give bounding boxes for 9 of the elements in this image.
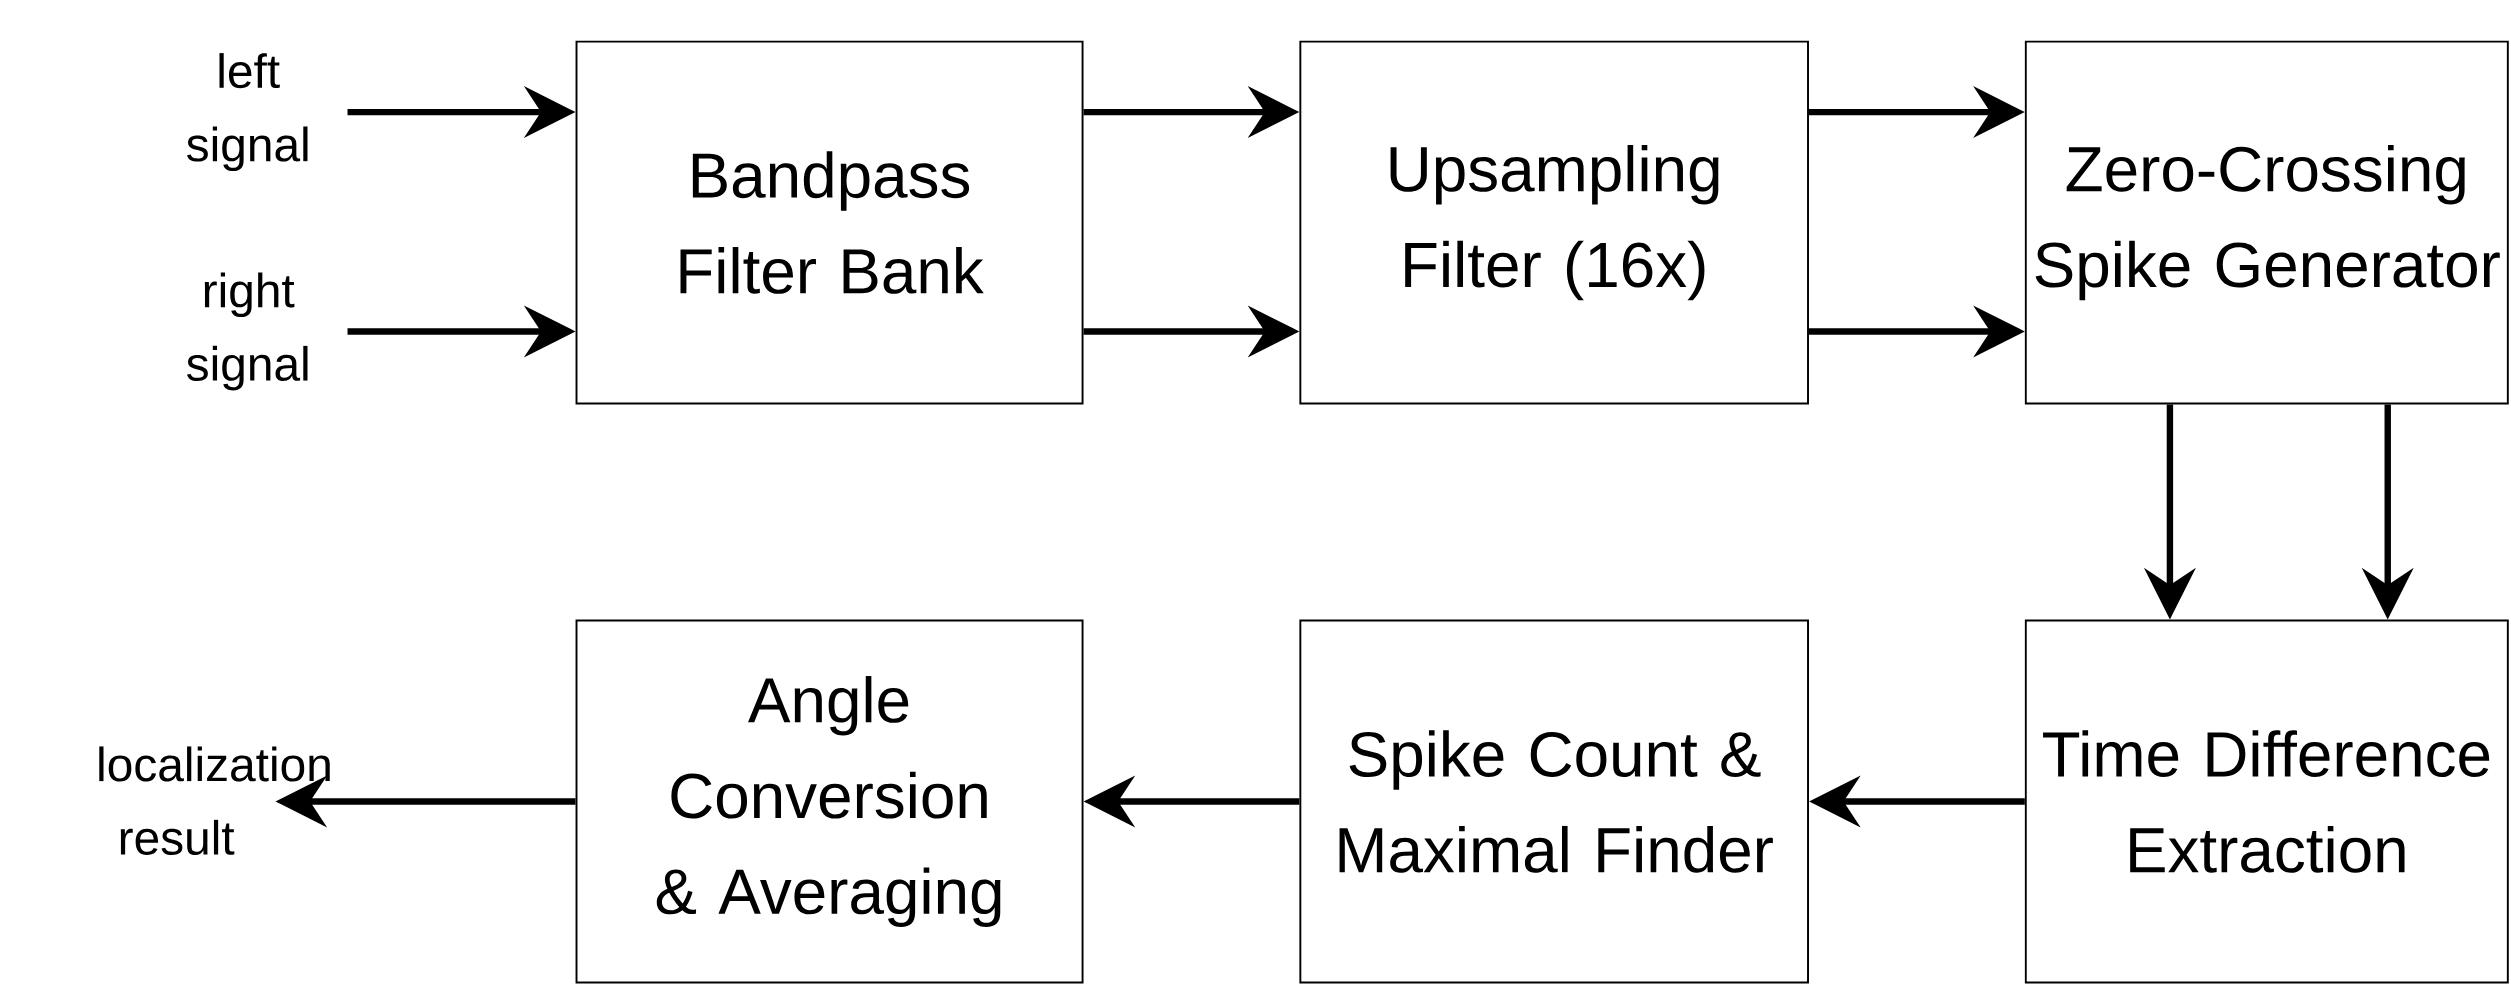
process-box: Bandpass Filter Bank — [575, 40, 1084, 405]
process-box: Angle Conversion & Averaging — [575, 619, 1084, 984]
signal-label: localization result — [99, 746, 330, 855]
signal-label: left signal — [187, 52, 308, 171]
process-box: Zero-Crossing Spike Generator — [2024, 40, 2509, 405]
process-box: Upsampling Filter (16x) — [1299, 40, 1809, 405]
process-box: Time Difference Extraction — [2024, 619, 2509, 984]
signal-label: right signal — [187, 272, 308, 391]
process-box: Spike Count & Maximal Finder — [1299, 619, 1809, 984]
